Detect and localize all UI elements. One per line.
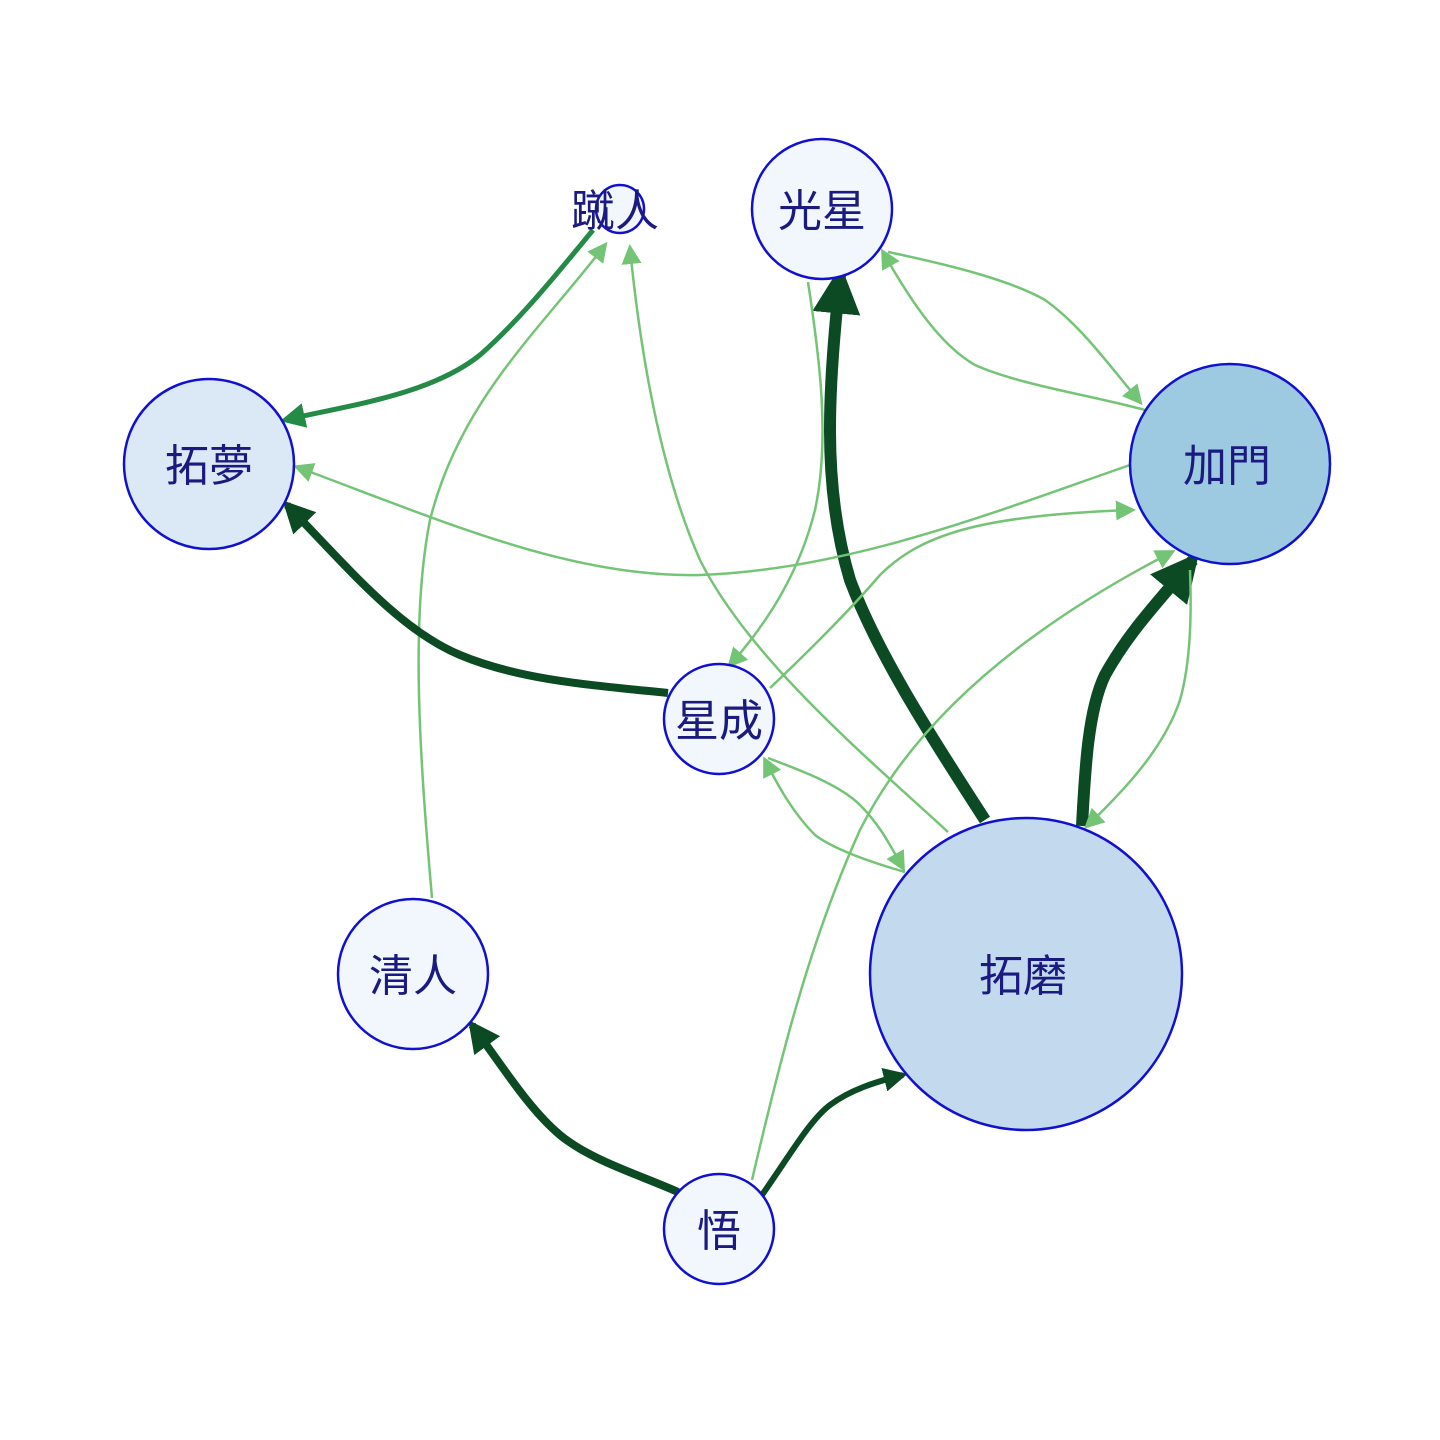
edge-kiyoto-kicker — [417, 241, 608, 899]
node-kamon[interactable]: 加門 — [1128, 362, 1332, 566]
node-kiyoto[interactable]: 清人 — [336, 897, 490, 1051]
node-takuma[interactable]: 拓磨 — [868, 816, 1184, 1132]
node-takuma-circle — [868, 816, 1184, 1132]
node-seisei-circle — [662, 662, 776, 776]
node-satoru-label: 悟 — [697, 1206, 741, 1257]
edge-kousei-kamon — [887, 250, 1143, 406]
edge-layer — [280, 228, 1200, 1197]
edge-kamon-kousei — [881, 248, 1146, 412]
edge-satoru-kiyoto — [468, 1019, 680, 1196]
node-kousei-circle — [750, 137, 894, 281]
edge-kousei-seisei — [727, 281, 824, 668]
node-takumu-circle — [122, 377, 296, 551]
node-seisei[interactable]: 星成 — [662, 662, 776, 776]
node-kiyoto-circle — [336, 897, 490, 1051]
node-seisei-label: 星成 — [675, 696, 763, 747]
edge-takuma-kousei — [812, 265, 991, 824]
node-satoru-circle — [662, 1172, 776, 1286]
node-kamon-label: 加門 — [1183, 441, 1271, 492]
node-takumu-label: 拓夢 — [165, 441, 253, 492]
edge-kamon-takuma — [1084, 569, 1192, 829]
edge-kamon-takumu — [293, 463, 1131, 577]
edge-satoru-takuma — [759, 1068, 908, 1197]
node-kamon-circle — [1128, 362, 1332, 566]
node-kicker[interactable]: 蹴人 — [571, 183, 659, 237]
node-kicker-circle — [594, 183, 646, 235]
node-satoru[interactable]: 悟 — [662, 1172, 776, 1286]
node-takumu[interactable]: 拓夢 — [122, 377, 296, 551]
edge-satoru-kamon — [750, 550, 1176, 1181]
edge-seisei-takuma — [767, 756, 905, 872]
node-kousei[interactable]: 光星 — [750, 137, 894, 281]
edge-takuma-kicker — [621, 244, 949, 833]
edge-kicker-takumu — [280, 228, 595, 428]
edge-seisei-takumu — [282, 500, 669, 697]
node-layer: 蹴人 光星 拓夢 加門 星成 清人 拓磨 悟 — [122, 137, 1332, 1286]
edge-takuma-kamon — [1076, 552, 1200, 827]
node-kiyoto-label: 清人 — [369, 951, 457, 1002]
node-kousei-label: 光星 — [778, 186, 866, 237]
node-takuma-label: 拓磨 — [979, 951, 1067, 1002]
node-kicker-label: 蹴人 — [571, 186, 659, 237]
edge-takuma-seisei — [763, 756, 906, 874]
edge-seisei-kamon — [769, 500, 1136, 689]
